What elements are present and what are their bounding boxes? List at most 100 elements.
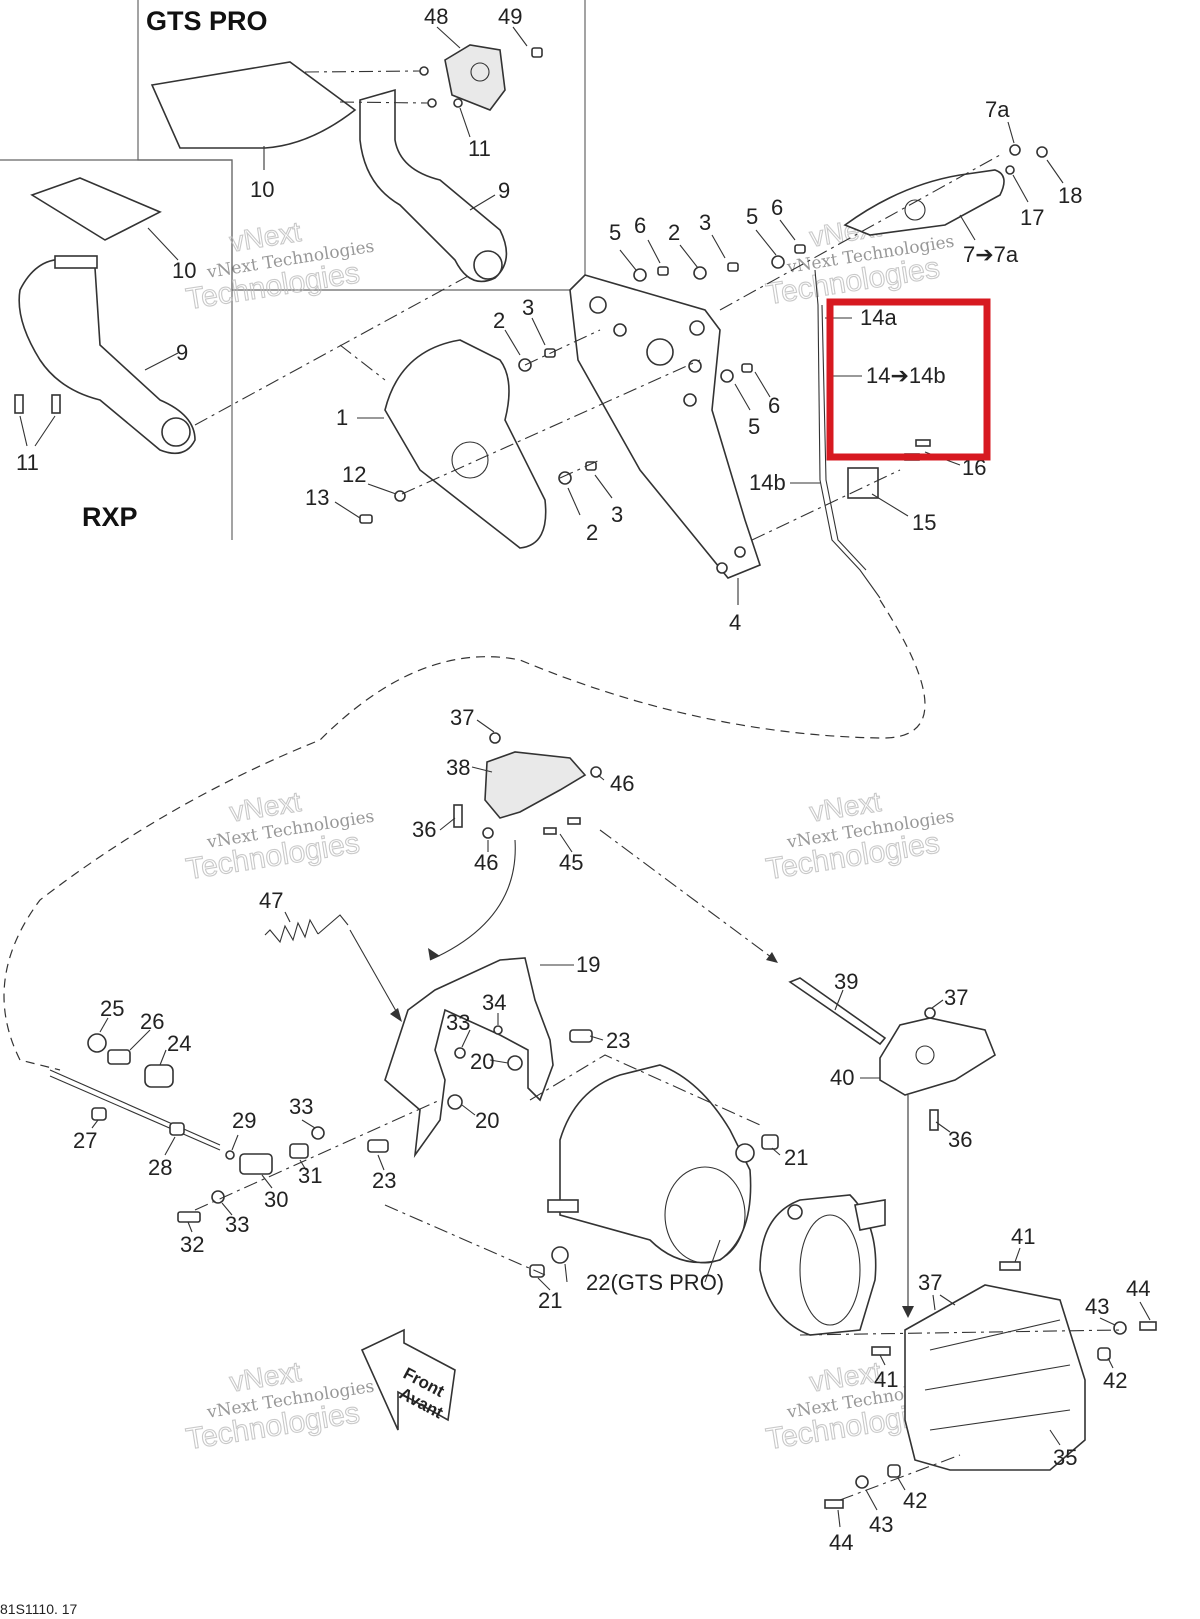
callout-2: 2 [668, 220, 680, 245]
reverse-cable [814, 269, 881, 599]
washer-17 [1005, 165, 1015, 175]
callout-9: 9 [176, 340, 188, 365]
callout-17: 17 [1020, 205, 1044, 230]
callout-29: 29 [232, 1108, 256, 1133]
callout-40: 40 [830, 1065, 854, 1090]
callout-33: 33 [225, 1212, 249, 1237]
screw-23-upper [569, 1029, 593, 1043]
callout-6: 6 [768, 393, 780, 418]
callout-27: 27 [73, 1128, 97, 1153]
callout-5: 5 [746, 204, 758, 229]
callout-35: 35 [1053, 1445, 1077, 1470]
callout-5: 5 [748, 414, 760, 439]
watermark-group: vNext vNext Technologies Technologies vN… [183, 210, 956, 1456]
arm-pivot-rxp [161, 417, 191, 447]
callout-19: 19 [576, 952, 600, 977]
callout-23: 23 [606, 1028, 630, 1053]
callout-37: 37 [944, 985, 968, 1010]
callout-21: 21 [784, 1145, 808, 1170]
callout-5: 5 [609, 220, 621, 245]
callout-43: 43 [1085, 1294, 1109, 1319]
callout-9: 9 [498, 178, 510, 203]
callout-18: 18 [1058, 183, 1082, 208]
callout-15: 15 [912, 510, 936, 535]
cable-end-hardware [49, 1033, 325, 1223]
nut-37-right [924, 1007, 936, 1019]
callout-12: 12 [342, 462, 366, 487]
callout-42: 42 [1103, 1368, 1127, 1393]
callout-37: 37 [450, 705, 474, 730]
callout-26: 26 [140, 1009, 164, 1034]
callout-7a: 7a [985, 97, 1010, 122]
callout-14-to-14b: 14➔14b [866, 363, 946, 388]
nut-46-left [482, 827, 494, 839]
screw-13 [359, 514, 373, 524]
venturi-housing [559, 1064, 752, 1264]
actuator-arm [843, 169, 1005, 236]
callout-49: 49 [498, 4, 522, 29]
screw-41-lower [871, 1346, 891, 1356]
watermark-3: vNext vNext Technologies Technologies [183, 785, 376, 886]
callout-6: 6 [634, 213, 646, 238]
drawing-code: 81S1110. 17 [0, 1601, 78, 1617]
callout-7-to-7a: 7➔7a [963, 242, 1019, 267]
callout-23: 23 [372, 1168, 396, 1193]
leader-lines [19, 26, 1151, 1528]
watermark-5: vNext vNext Technologies Technologies [183, 1355, 376, 1456]
pins-45 [543, 817, 581, 835]
callout-32: 32 [180, 1232, 204, 1257]
rxp-title: RXP [82, 502, 138, 532]
bearing-22 [551, 1246, 569, 1264]
callout-45: 45 [559, 850, 583, 875]
callout-36: 36 [412, 817, 436, 842]
hardware-42-43-44 [824, 1321, 1157, 1509]
cam-lever-40 [879, 1017, 996, 1096]
callout-38: 38 [446, 755, 470, 780]
screw-36-upper [453, 804, 463, 828]
lever-bracket-38 [484, 751, 587, 819]
link-rod-39 [788, 977, 887, 1046]
callout-48: 48 [424, 4, 448, 29]
cable-route-upper [3, 599, 926, 1071]
callout-46: 46 [610, 771, 634, 796]
callout-34: 34 [482, 990, 506, 1015]
callout-30: 30 [264, 1187, 288, 1212]
callout-39: 39 [834, 969, 858, 994]
spring-47 [264, 914, 349, 944]
callout-43: 43 [869, 1512, 893, 1537]
callout-6: 6 [771, 195, 783, 220]
callout-10: 10 [250, 177, 274, 202]
callout-20: 20 [475, 1108, 499, 1133]
callout-14a: 14a [860, 305, 897, 330]
callout-31: 31 [298, 1163, 322, 1188]
hardware-2-3-5-6 [518, 244, 806, 485]
callout-3: 3 [522, 295, 534, 320]
callout-33: 33 [446, 1010, 470, 1035]
callout-41: 41 [874, 1367, 898, 1392]
nut-18 [1036, 146, 1048, 158]
callout-13: 13 [305, 485, 329, 510]
watermark-1: vNext vNext Technologies Technologies [183, 215, 376, 316]
callout-11: 11 [16, 450, 39, 475]
screw-11-rxp [14, 394, 61, 414]
steering-nozzle [759, 1194, 877, 1336]
callout-44: 44 [1126, 1276, 1150, 1301]
screw-11-gts [419, 66, 463, 108]
rxp-panel: RXP [0, 159, 233, 540]
callout-1: 1 [336, 405, 348, 430]
callout-28: 28 [148, 1155, 172, 1180]
screw-41-upper [999, 1261, 1021, 1271]
bearing-21-upper [735, 1143, 755, 1163]
front-direction-arrow: Front Avant [360, 1328, 456, 1431]
callout-10: 10 [172, 258, 196, 283]
callout-2: 2 [493, 308, 505, 333]
callout-46: 46 [474, 850, 498, 875]
deflector-plate-rxp [30, 177, 162, 241]
callout-36: 36 [948, 1127, 972, 1152]
callout-3: 3 [611, 502, 623, 527]
arm-pivot-gts [473, 250, 503, 280]
callout-14b: 14b [749, 470, 786, 495]
gts-pro-title: GTS PRO [146, 6, 268, 36]
screw-23-lower [367, 1139, 389, 1153]
